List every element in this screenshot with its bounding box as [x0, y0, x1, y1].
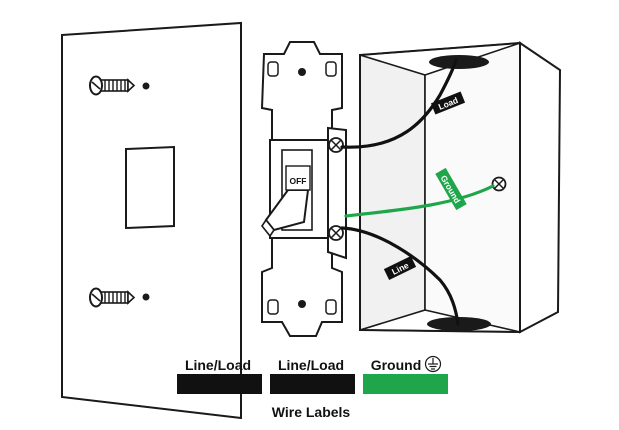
legend-label-ground: Ground	[371, 357, 422, 373]
screw-icon	[89, 287, 136, 308]
ground-wire	[344, 184, 495, 218]
box-side	[519, 41, 562, 334]
toggle-opening	[125, 145, 175, 230]
screw-icon	[89, 75, 136, 96]
legend-label-line-load-1: Line/Load	[185, 357, 251, 373]
light-switch: OFF	[260, 41, 347, 337]
legend-swatch-line-load-1	[177, 374, 262, 394]
wires	[340, 58, 495, 326]
legend-caption: Wire Labels	[272, 404, 351, 420]
legend-label-line-load-2: Line/Load	[278, 357, 344, 373]
terminal-screw-icon	[328, 137, 344, 153]
legend-swatch-ground	[363, 374, 448, 394]
knockout-hole-top	[429, 55, 489, 69]
legend-swatch-line-load-2	[270, 374, 355, 394]
load-wire	[340, 58, 458, 149]
screw-hole-top	[142, 82, 150, 90]
terminal-screw-icon	[328, 225, 344, 241]
screw-hole-bottom	[142, 293, 150, 301]
ground-screw-icon	[491, 176, 507, 192]
wall-plate	[61, 21, 242, 420]
wire-legend: Line/Load Line/Load Ground Wire Labels	[177, 355, 448, 420]
electrical-box	[359, 41, 562, 334]
line-wire	[340, 226, 460, 326]
switch-off-label: OFF	[290, 176, 307, 186]
ground-symbol-icon	[424, 355, 442, 373]
